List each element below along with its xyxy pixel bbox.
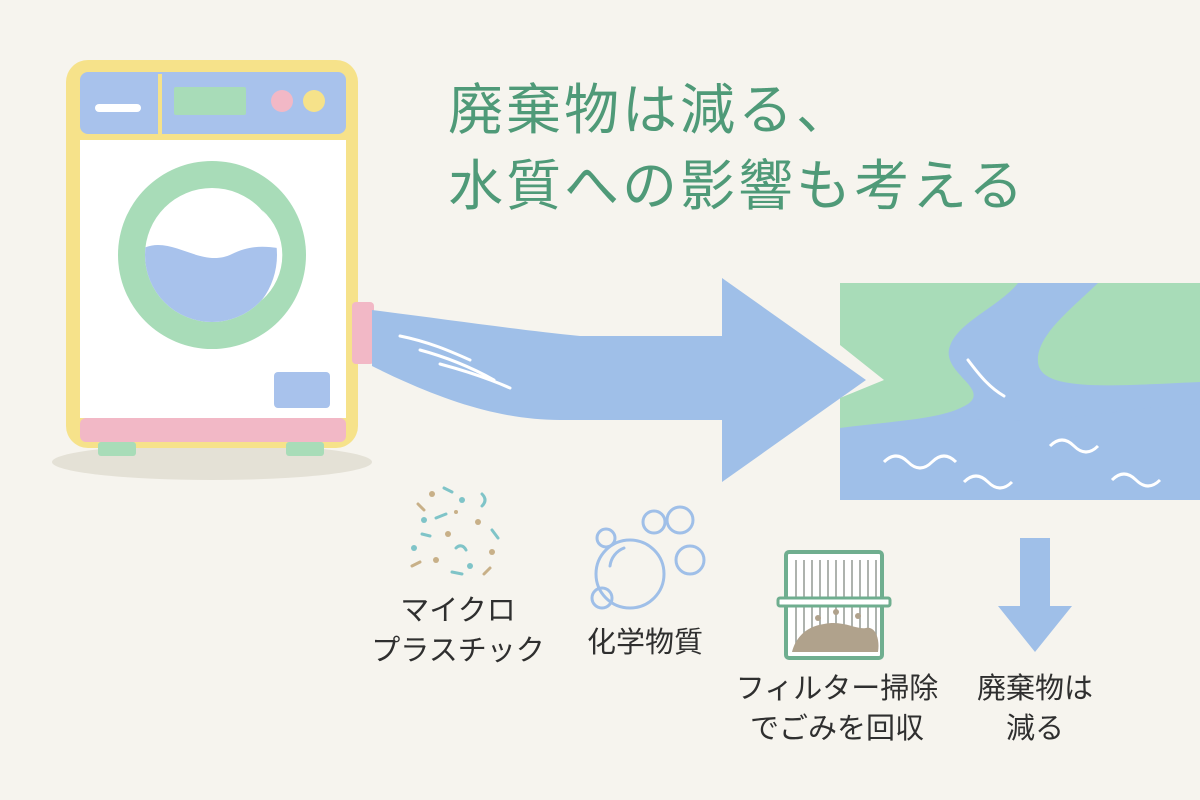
label-waste: 廃棄物は 減る	[960, 668, 1110, 748]
label-chemicals: 化学物質	[570, 622, 720, 662]
label-chemicals-text: 化学物質	[586, 625, 703, 659]
outlet-pipe	[352, 302, 374, 364]
down-arrow-icon	[998, 538, 1072, 652]
label-filter: フィルター掃除 でごみを回収	[724, 668, 950, 748]
lint-filter-icon	[776, 550, 892, 660]
label-waste-line-1: 廃棄物は	[976, 671, 1093, 705]
label-filter-line-2: でごみを回収	[749, 711, 924, 745]
label-microplastics-line-2: プラスチック	[371, 633, 545, 667]
label-microplastics-line-1: マイクロ	[400, 593, 516, 627]
washing-machine-icon	[66, 60, 358, 456]
headline-line-1: 廃棄物は減る、	[448, 78, 855, 142]
microplastic-particles-icon	[410, 486, 500, 576]
headline-line-2: 水質への影響も考える	[448, 154, 1027, 218]
wastewater-arrow-icon	[372, 278, 866, 482]
bubbles-icon	[590, 505, 706, 610]
label-waste-line-2: 減る	[1005, 711, 1064, 745]
headline: 廃棄物は減る、 水質への影響も考える	[448, 72, 1026, 224]
label-microplastics: マイクロ プラスチック	[368, 590, 548, 670]
label-filter-line-1: フィルター掃除	[735, 671, 939, 705]
river-icon	[840, 283, 1200, 500]
